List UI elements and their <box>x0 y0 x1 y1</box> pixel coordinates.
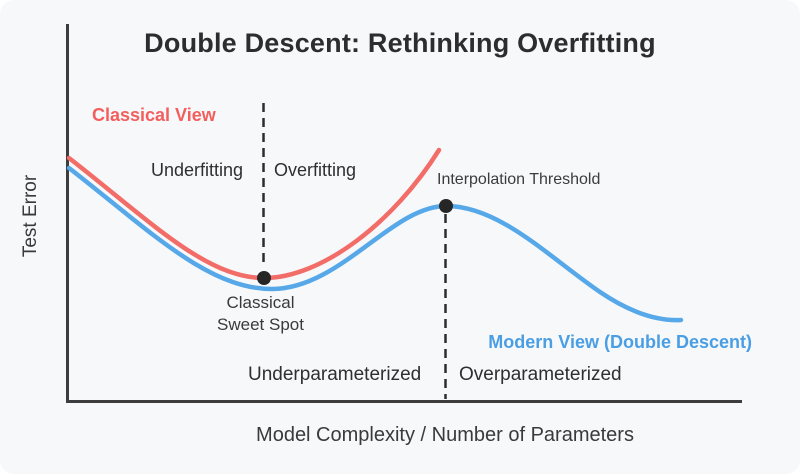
underparameterized-region-label: Underparameterized <box>248 364 422 385</box>
threshold-dot <box>439 199 453 213</box>
classical-view-legend-label: Classical View <box>92 105 216 125</box>
classical-sweet-spot-label: Classical Sweet Spot <box>217 293 304 334</box>
overfitting-region-label: Overfitting <box>274 160 357 180</box>
sweet-spot-dot <box>257 271 271 285</box>
chart-title: Double Descent: Rethinking Overfitting <box>144 28 656 58</box>
modern-view-legend-label: Modern View (Double Descent) <box>488 332 752 352</box>
modern-curve <box>66 165 684 323</box>
y-axis-label: Test Error <box>20 174 41 258</box>
underfitting-region-label: Underfitting <box>151 160 244 180</box>
overparameterized-region-label: Overparameterized <box>459 364 622 385</box>
interpolation-threshold-label: Interpolation Threshold <box>437 171 601 188</box>
x-axis-label: Model Complexity / Number of Parameters <box>256 424 634 446</box>
